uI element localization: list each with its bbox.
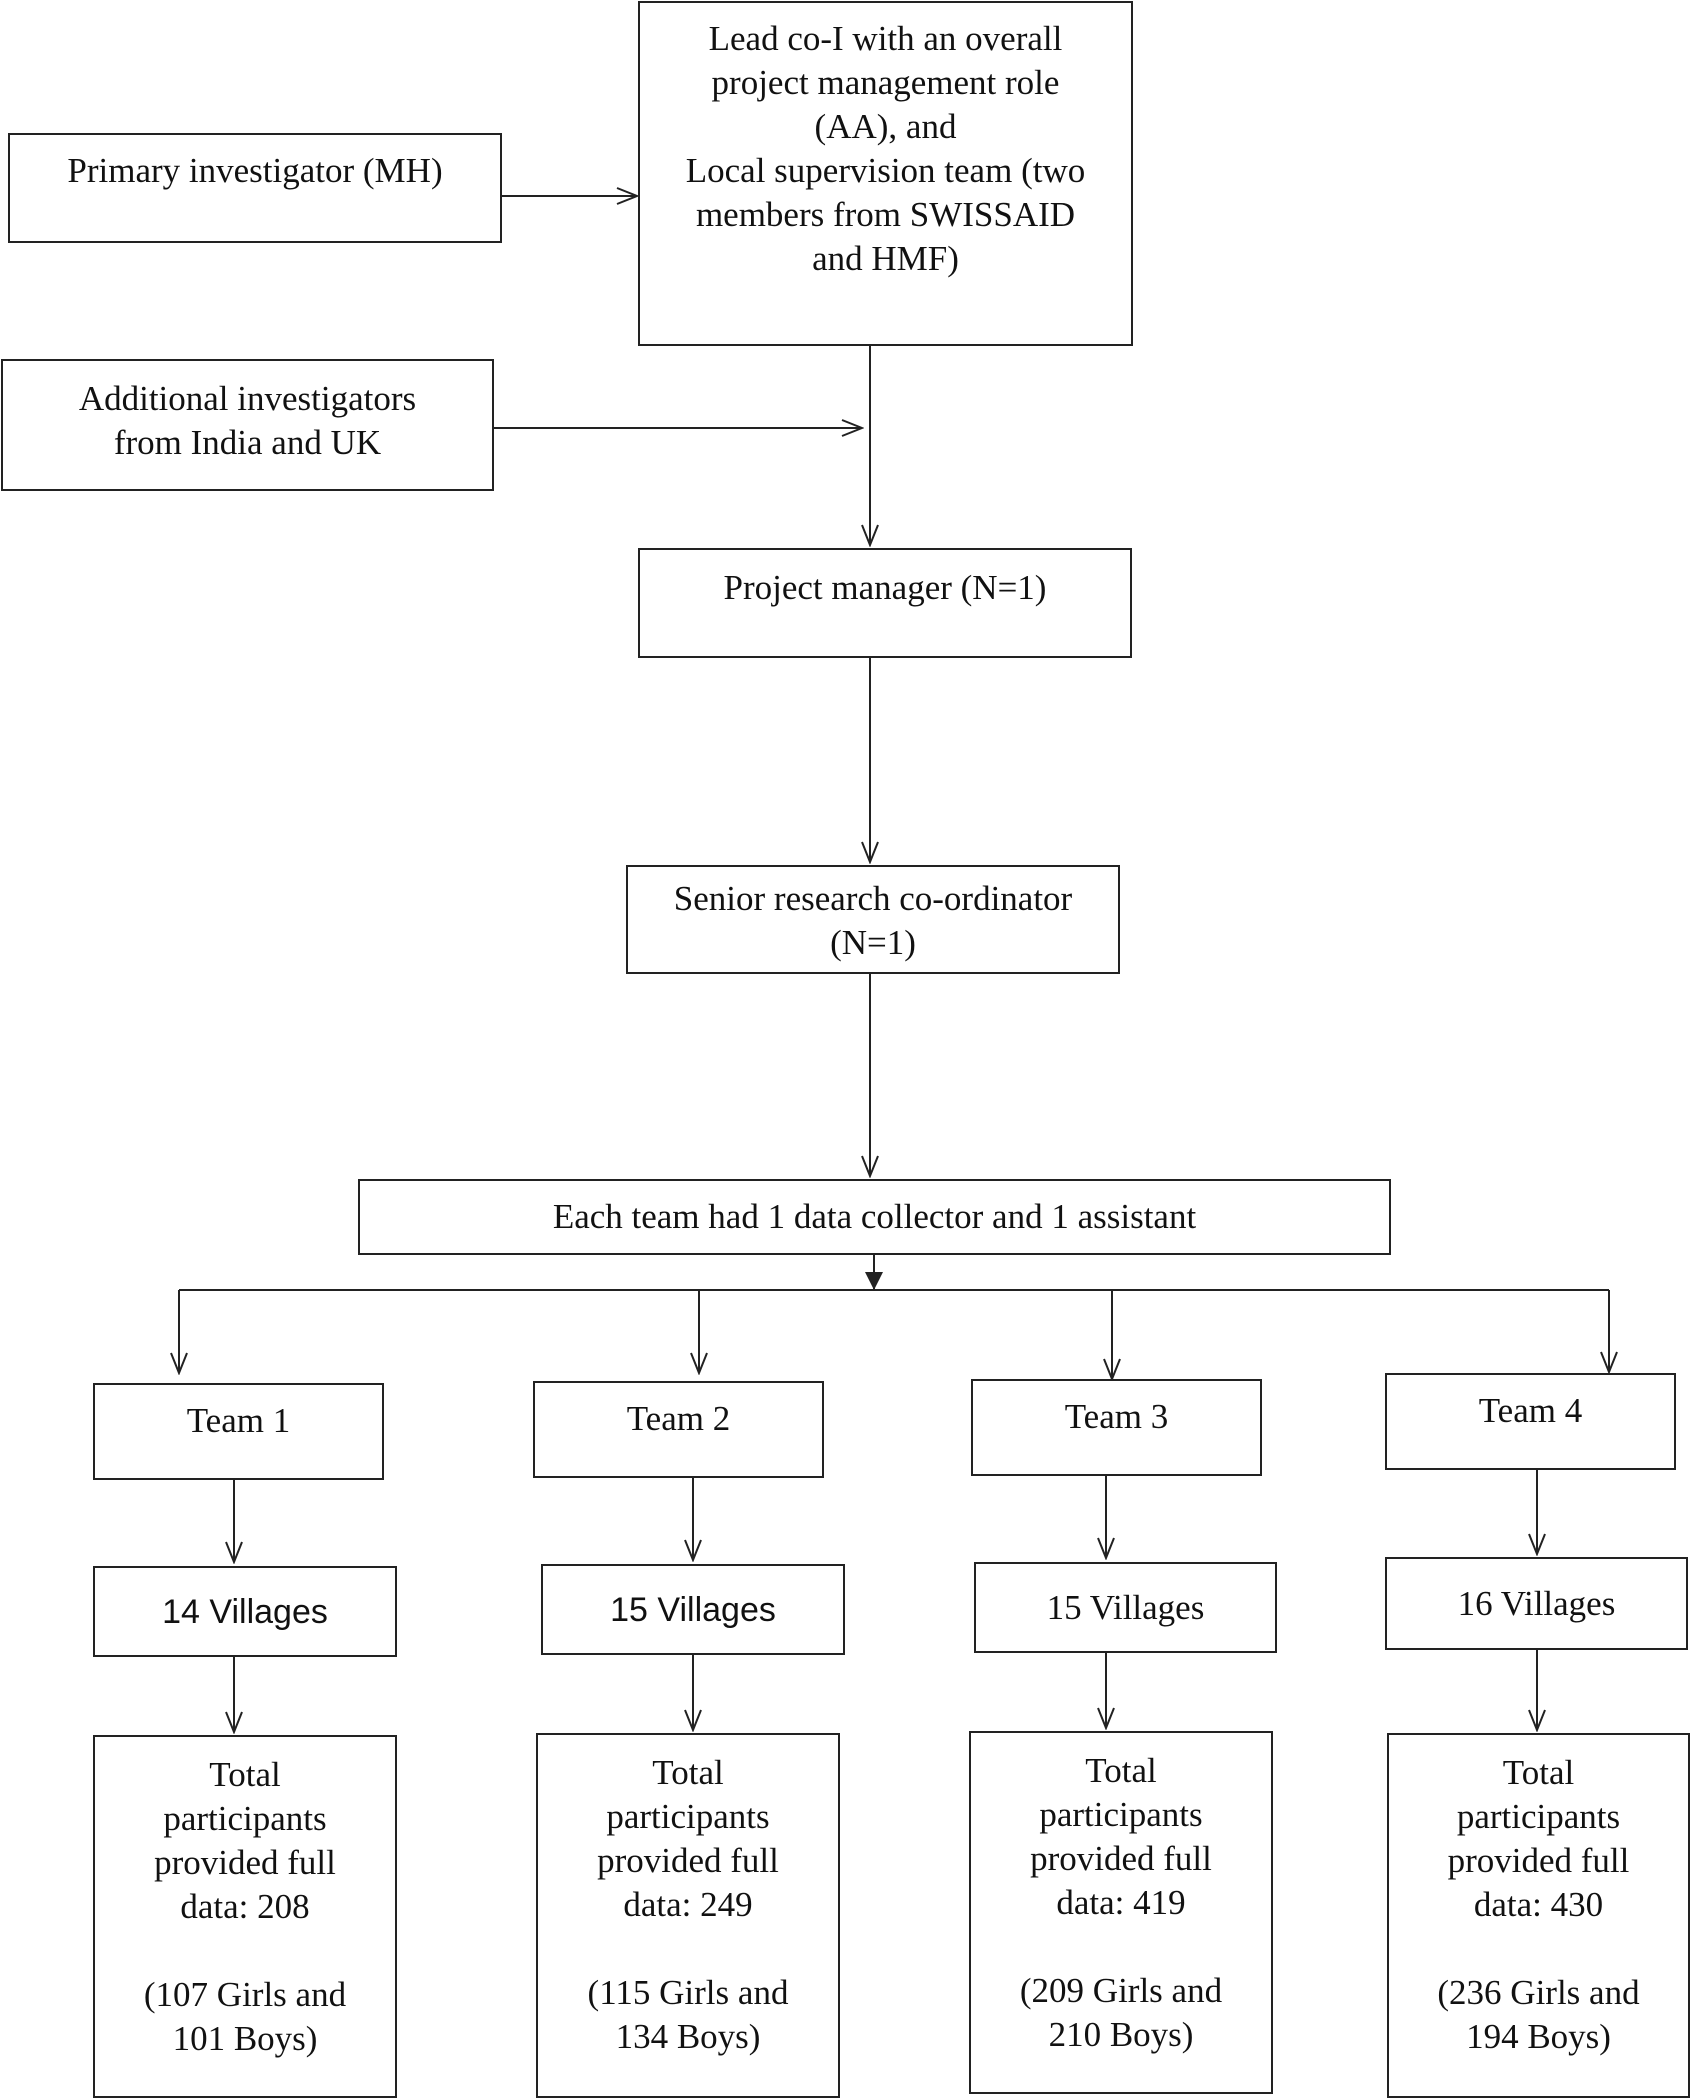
project-manager-box: Project manager (N=1) xyxy=(638,548,1132,658)
team-2-participants-line-2: participants xyxy=(606,1797,770,1836)
team-4-breakdown-line-2: 194 Boys) xyxy=(1466,2017,1611,2056)
team-2-participants-line-4: data: 249 xyxy=(623,1885,753,1924)
team-composition-label: Each team had 1 data collector and 1 ass… xyxy=(552,1197,1197,1236)
lead-coi-box: Lead co-I with an overall project manage… xyxy=(638,1,1133,346)
senior-coordinator-line-1: Senior research co-ordinator xyxy=(673,879,1073,918)
team-4-participants-line-2: participants xyxy=(1456,1797,1621,1836)
lead-coi-line-5: members from SWISSAID xyxy=(695,195,1076,234)
team-1-participants-line-4: data: 208 xyxy=(180,1887,310,1926)
team-4-breakdown-line-1: (236 Girls and xyxy=(1437,1973,1640,2012)
team-composition-box: Each team had 1 data collector and 1 ass… xyxy=(358,1179,1391,1255)
team-3-box: Team 3 xyxy=(971,1379,1262,1476)
team-3-villages-box: 15 Villages xyxy=(974,1562,1277,1653)
team-4-villages-label: 16 Villages xyxy=(1457,1583,1616,1623)
team-2-participants-line-3: provided full xyxy=(597,1841,779,1880)
additional-investigators-box: Additional investigators from India and … xyxy=(1,359,494,491)
project-manager-label: Project manager (N=1) xyxy=(723,568,1047,607)
team-4-participants-line-1: Total xyxy=(1502,1753,1575,1792)
primary-investigator-label: Primary investigator (MH) xyxy=(67,151,443,190)
team-1-breakdown-line-1: (107 Girls and xyxy=(143,1975,347,2014)
team-2-participants-line-1: Total xyxy=(652,1753,724,1792)
team-3-breakdown-line-2: 210 Boys) xyxy=(1048,2015,1194,2054)
team-4-participants-box: Total participants provided full data: 4… xyxy=(1387,1733,1690,2098)
team-2-box: Team 2 xyxy=(533,1381,824,1478)
additional-investigators-line-2: from India and UK xyxy=(113,423,382,462)
team-1-participants-box: Total participants provided full data: 2… xyxy=(93,1735,397,2098)
lead-coi-line-6: and HMF) xyxy=(812,239,959,278)
team-1-breakdown-line-2: 101 Boys) xyxy=(172,2019,318,2058)
team-4-participants-line-3: provided full xyxy=(1447,1841,1630,1880)
team-4-participants-line-4: data: 430 xyxy=(1473,1885,1604,1924)
team-3-breakdown-line-1: (209 Girls and xyxy=(1019,1971,1223,2010)
lead-coi-line-2: project management role xyxy=(711,63,1060,102)
team-2-breakdown-line-2: 134 Boys) xyxy=(615,2017,761,2056)
team-1-villages-label: 14 Villages xyxy=(162,1592,328,1631)
team-2-participants-box: Total participants provided full data: 2… xyxy=(536,1733,840,2098)
team-1-villages-box: 14 Villages xyxy=(93,1566,397,1657)
senior-coordinator-box: Senior research co-ordinator (N=1) xyxy=(626,865,1120,974)
team-1-participants-line-2: participants xyxy=(163,1799,327,1838)
team-3-label: Team 3 xyxy=(1064,1397,1169,1436)
team-4-villages-box: 16 Villages xyxy=(1385,1557,1688,1650)
team-3-participants-line-1: Total xyxy=(1085,1751,1157,1790)
lead-coi-line-3: (AA), and xyxy=(814,107,957,146)
team-3-participants-box: Total participants provided full data: 4… xyxy=(969,1731,1273,2094)
team-2-villages-box: 15 Villages xyxy=(541,1564,845,1655)
team-3-participants-line-4: data: 419 xyxy=(1056,1883,1186,1922)
additional-investigators-line-1: Additional investigators xyxy=(78,379,417,418)
team-1-label: Team 1 xyxy=(186,1401,291,1440)
primary-investigator-box: Primary investigator (MH) xyxy=(8,133,502,243)
lead-coi-line-1: Lead co-I with an overall xyxy=(708,19,1063,58)
team-2-breakdown-line-1: (115 Girls and xyxy=(587,1973,789,2012)
team-2-villages-label: 15 Villages xyxy=(610,1590,776,1629)
team-4-box: Team 4 xyxy=(1385,1373,1676,1470)
team-4-label: Team 4 xyxy=(1478,1391,1583,1430)
team-1-participants-line-1: Total xyxy=(209,1755,281,1794)
team-1-participants-line-3: provided full xyxy=(154,1843,336,1882)
team-3-participants-line-3: provided full xyxy=(1030,1839,1212,1878)
team-3-participants-line-2: participants xyxy=(1039,1795,1203,1834)
lead-coi-line-4: Local supervision team (two xyxy=(685,151,1086,190)
team-2-label: Team 2 xyxy=(626,1399,731,1438)
team-1-box: Team 1 xyxy=(93,1383,384,1480)
team-3-villages-label: 15 Villages xyxy=(1046,1587,1205,1627)
senior-coordinator-line-2: (N=1) xyxy=(830,923,916,962)
